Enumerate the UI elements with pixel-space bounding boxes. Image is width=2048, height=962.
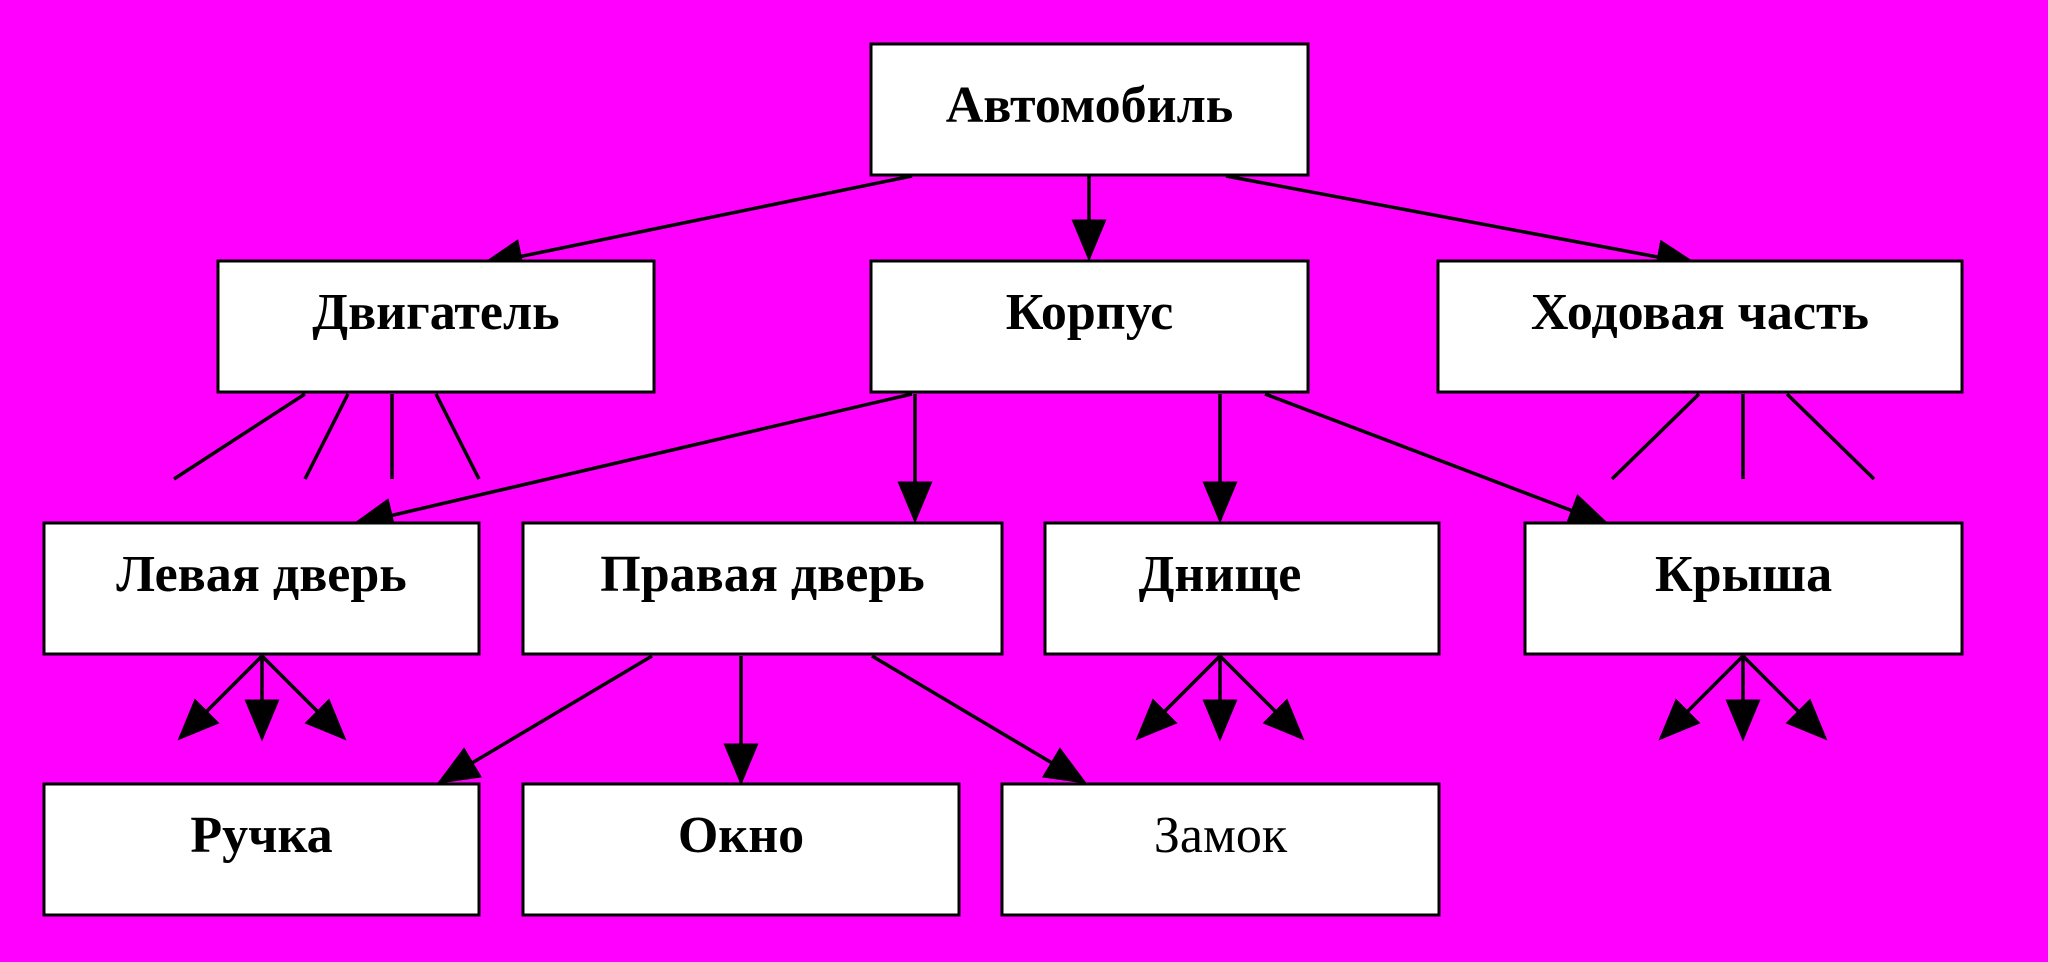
- node-box: [1436, 259, 1964, 394]
- node-box: [1000, 782, 1441, 917]
- node-label: Окно: [678, 807, 804, 864]
- levaya-dver-stub-arrows: [177, 654, 347, 742]
- edge-avtomobil-dvigatel: [480, 174, 913, 274]
- node-pravaya-dver: Правая дверь: [521, 521, 1004, 656]
- edge-avtomobil-khodovaya: [1225, 174, 1699, 275]
- stub-arrow: [177, 654, 264, 741]
- node-label: Ручка: [190, 807, 332, 864]
- node-box: [1523, 521, 1964, 656]
- stub-arrow: [1135, 654, 1222, 741]
- node-khodovaya-chast: Ходовая часть: [1436, 259, 1964, 394]
- dvigatel-stub-lines: [173, 392, 481, 481]
- node-dnishche: Днище: [1043, 521, 1441, 656]
- node-box: [42, 521, 481, 656]
- node-box: [521, 521, 1004, 656]
- stub-arrow: [1658, 654, 1745, 741]
- node-krysha: Крыша: [1523, 521, 1964, 656]
- node-avtomobil: Автомобиль: [869, 42, 1310, 177]
- node-box: [869, 259, 1310, 394]
- edge-pravaya-dver-ruchka: [436, 654, 653, 784]
- node-korpus: Корпус: [869, 259, 1310, 394]
- node-label: Замок: [1154, 807, 1288, 864]
- stub-line: [303, 393, 350, 480]
- node-levaya-dver: Левая дверь: [42, 521, 481, 656]
- node-label: Корпус: [1006, 284, 1173, 341]
- edge-korpus-levaya-dver: [351, 392, 913, 533]
- node-label: Автомобиль: [946, 77, 1234, 134]
- node-label: Левая дверь: [116, 546, 407, 603]
- node-box: [521, 782, 961, 917]
- stub-arrow: [1218, 654, 1305, 741]
- dnishche-stub-arrows: [1135, 654, 1305, 742]
- node-okno: Окно: [521, 782, 961, 917]
- edge-korpus-krysha: [1264, 392, 1611, 527]
- node-label: Правая дверь: [600, 546, 924, 603]
- node-box: [869, 42, 1310, 177]
- stub-line: [1785, 392, 1876, 481]
- node-label: Ходовая часть: [1531, 284, 1869, 341]
- stub-line: [434, 393, 481, 480]
- node-ruchka: Ручка: [42, 782, 481, 917]
- node-box: [1043, 521, 1441, 656]
- edge-pravaya-dver-zamok: [871, 654, 1088, 784]
- stub-arrow: [1741, 654, 1828, 741]
- node-zamok: Замок: [1000, 782, 1441, 917]
- stub-arrow: [260, 654, 347, 741]
- krysha-stub-arrows: [1658, 654, 1828, 742]
- stub-line: [173, 392, 306, 481]
- khodovaya-stub-lines: [1610, 392, 1876, 481]
- stub-line: [1610, 392, 1701, 481]
- node-dvigatel: Двигатель: [216, 259, 656, 394]
- node-label: Крыша: [1655, 546, 1832, 603]
- node-box: [42, 782, 481, 917]
- node-label: Двигатель: [312, 284, 559, 341]
- node-box: [216, 259, 656, 394]
- node-label: Днище: [1139, 546, 1302, 603]
- edges-layer: [351, 174, 1699, 786]
